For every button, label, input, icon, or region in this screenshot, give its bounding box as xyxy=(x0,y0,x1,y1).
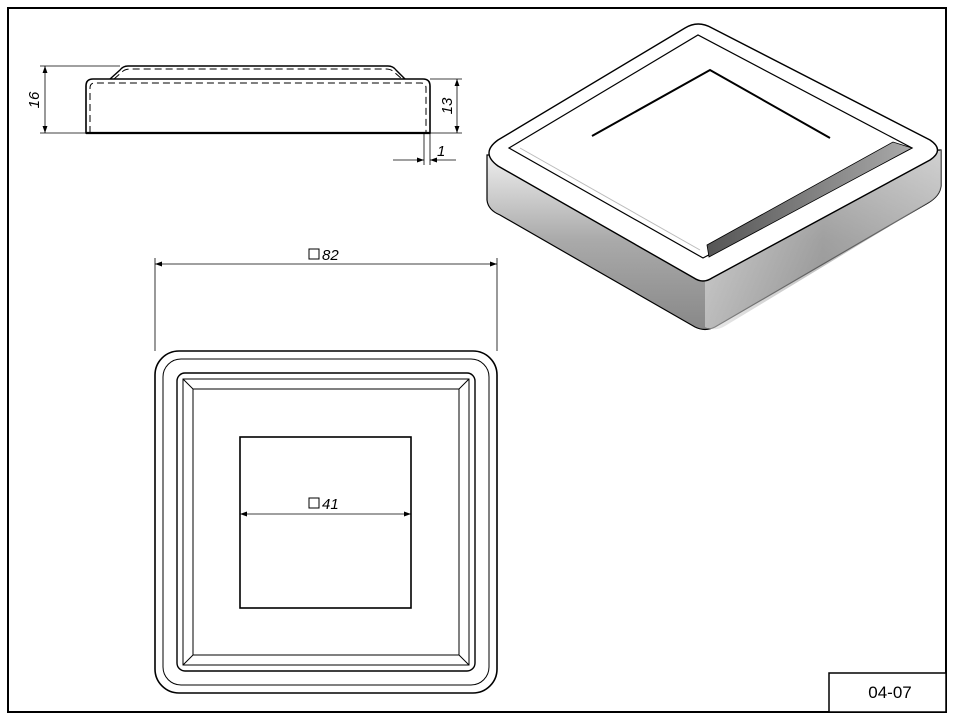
drawing-frame xyxy=(7,7,947,713)
title-block: 04-07 xyxy=(828,672,947,713)
dim-wall-thickness: 1 xyxy=(437,143,445,160)
drawing-code: 04-07 xyxy=(868,683,911,702)
dim-height-total: 16 xyxy=(26,91,43,108)
isometric-view xyxy=(486,23,942,331)
dim-outer-square: 82 xyxy=(322,247,339,264)
side-view xyxy=(40,65,462,165)
dim-inner-square: 41 xyxy=(322,496,339,513)
dim-height-body: 13 xyxy=(439,97,456,114)
plan-view xyxy=(154,248,498,694)
